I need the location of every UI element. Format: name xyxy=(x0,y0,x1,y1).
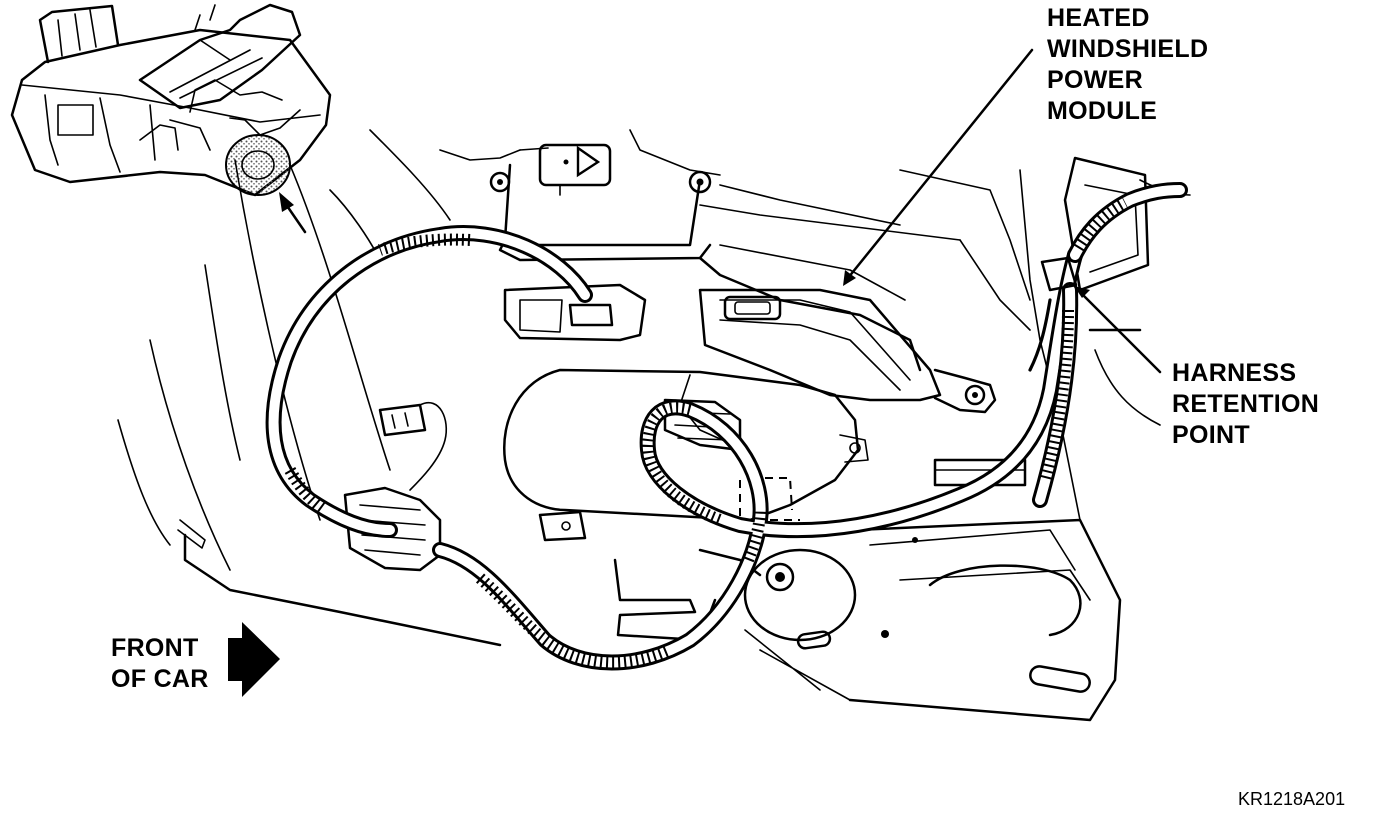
front-of-car-label: FRONT OF CAR xyxy=(111,634,209,693)
wiring-harness xyxy=(265,182,1188,671)
power-module-label: HEATED WINDSHIELD POWER MODULE xyxy=(1047,4,1209,125)
power-module-leader-line xyxy=(846,48,1034,280)
retention-point-leader-line xyxy=(1078,290,1162,374)
module-connectors xyxy=(343,398,742,572)
car-locator-view xyxy=(10,3,332,234)
lower-apron xyxy=(538,458,1122,722)
right-body-panel xyxy=(899,156,1191,521)
retention-point-label: HARNESS RETENTION POINT xyxy=(1172,359,1320,449)
fender-and-body-lines xyxy=(117,129,721,647)
power-module-housing xyxy=(503,283,997,414)
front-direction-arrow xyxy=(228,622,280,697)
firewall-bracket xyxy=(489,143,961,372)
figure-id: KR1218A201 xyxy=(1238,789,1346,809)
